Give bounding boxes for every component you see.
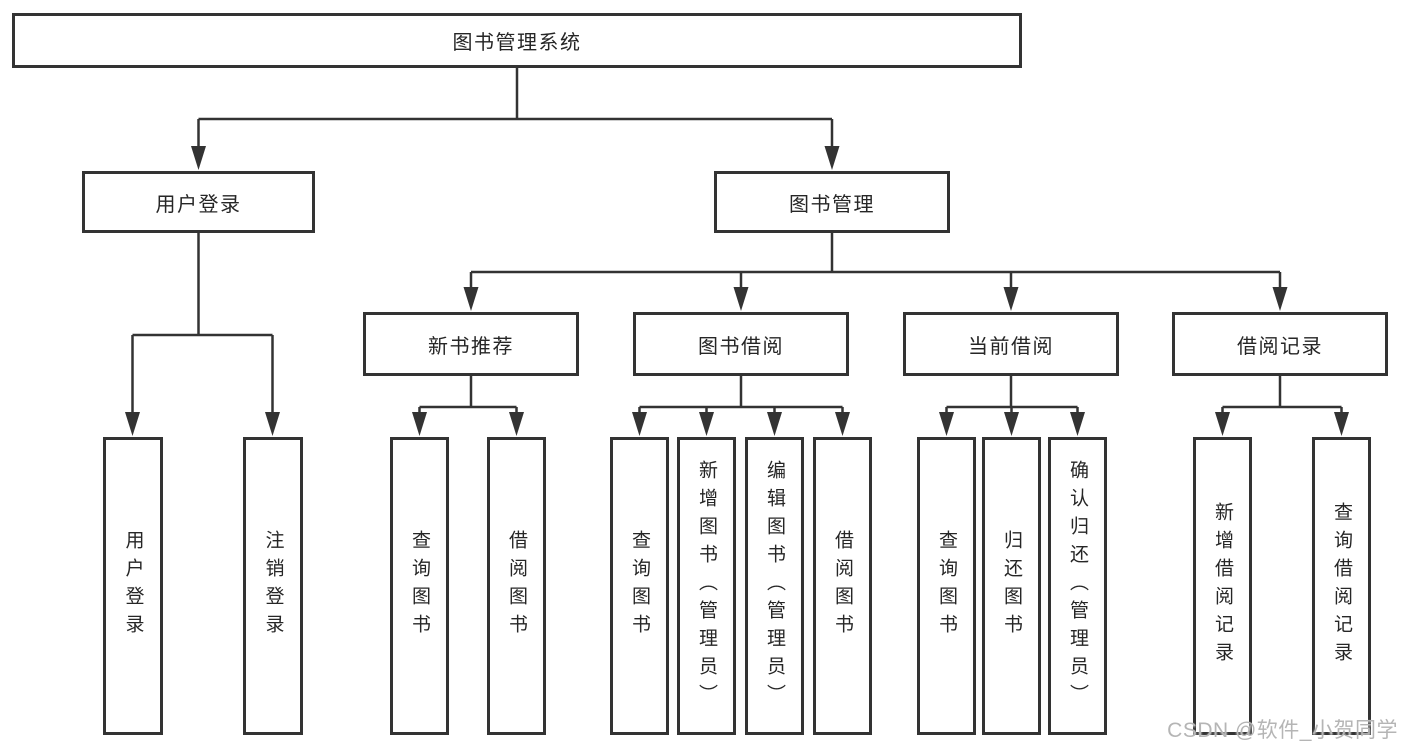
leaf-br-query-record-label: 查询借阅记录 [1331,502,1352,670]
node-book-borrow-label: 图书借阅 [698,335,784,358]
node-new-book-recommend-label: 新书推荐 [428,335,514,358]
leaf-bb-borrow-books-label: 借阅图书 [832,530,853,642]
leaf-cb-confirm-return: 确认归还（管理员） [1048,437,1107,735]
leaf-cb-query-books: 查询图书 [917,437,976,735]
leaf-bb-edit-books-label: 编辑图书（管理员） [764,460,785,712]
connector-current-borrow [945,376,1079,414]
connector-new-book-recommend [418,376,518,414]
node-root: 图书管理系统 [12,13,1022,68]
connector-root [197,68,834,148]
node-new-book-recommend: 新书推荐 [363,312,579,376]
leaf-bb-query-books-label: 查询图书 [629,530,650,642]
leaf-bb-query-books: 查询图书 [610,437,669,735]
connector-book-management [469,233,1282,289]
leaf-nbr-borrow-books: 借阅图书 [487,437,546,735]
leaf-cb-return-books: 归还图书 [982,437,1041,735]
node-borrow-records: 借阅记录 [1172,312,1388,376]
node-borrow-records-label: 借阅记录 [1237,335,1323,358]
node-current-borrow-label: 当前借阅 [968,335,1054,358]
leaf-cb-return-books-label: 归还图书 [1001,530,1022,642]
csdn-watermark: CSDN @软件_小贺同学 [1167,719,1398,742]
leaf-nbr-borrow-books-label: 借阅图书 [506,530,527,642]
leaf-bb-add-books: 新增图书（管理员） [677,437,736,735]
leaf-logout-label: 注销登录 [262,530,284,642]
arrowheads [125,146,1349,436]
connector-borrow-records [1221,376,1343,414]
node-root-label: 图书管理系统 [452,32,582,54]
connector-user-login [131,233,274,414]
node-user-login: 用户登录 [82,171,315,233]
leaf-user-login-label: 用户登录 [122,530,144,642]
connector-book-borrow [638,376,844,414]
node-current-borrow: 当前借阅 [903,312,1119,376]
leaf-bb-add-books-label: 新增图书（管理员） [696,460,717,712]
leaf-logout: 注销登录 [243,437,303,735]
node-user-login-label: 用户登录 [155,193,242,216]
leaf-cb-query-books-label: 查询图书 [936,530,957,642]
node-book-management: 图书管理 [714,171,950,233]
leaf-bb-edit-books: 编辑图书（管理员） [745,437,804,735]
leaf-nbr-query-books: 查询图书 [390,437,449,735]
node-book-borrow: 图书借阅 [633,312,849,376]
node-book-management-label: 图书管理 [789,193,875,216]
leaf-br-add-record-label: 新增借阅记录 [1212,502,1233,670]
leaf-br-query-record: 查询借阅记录 [1312,437,1371,735]
leaf-nbr-query-books-label: 查询图书 [409,530,430,642]
leaf-br-add-record: 新增借阅记录 [1193,437,1252,735]
leaf-bb-borrow-books: 借阅图书 [813,437,872,735]
leaf-user-login: 用户登录 [103,437,163,735]
leaf-cb-confirm-return-label: 确认归还（管理员） [1067,460,1088,712]
